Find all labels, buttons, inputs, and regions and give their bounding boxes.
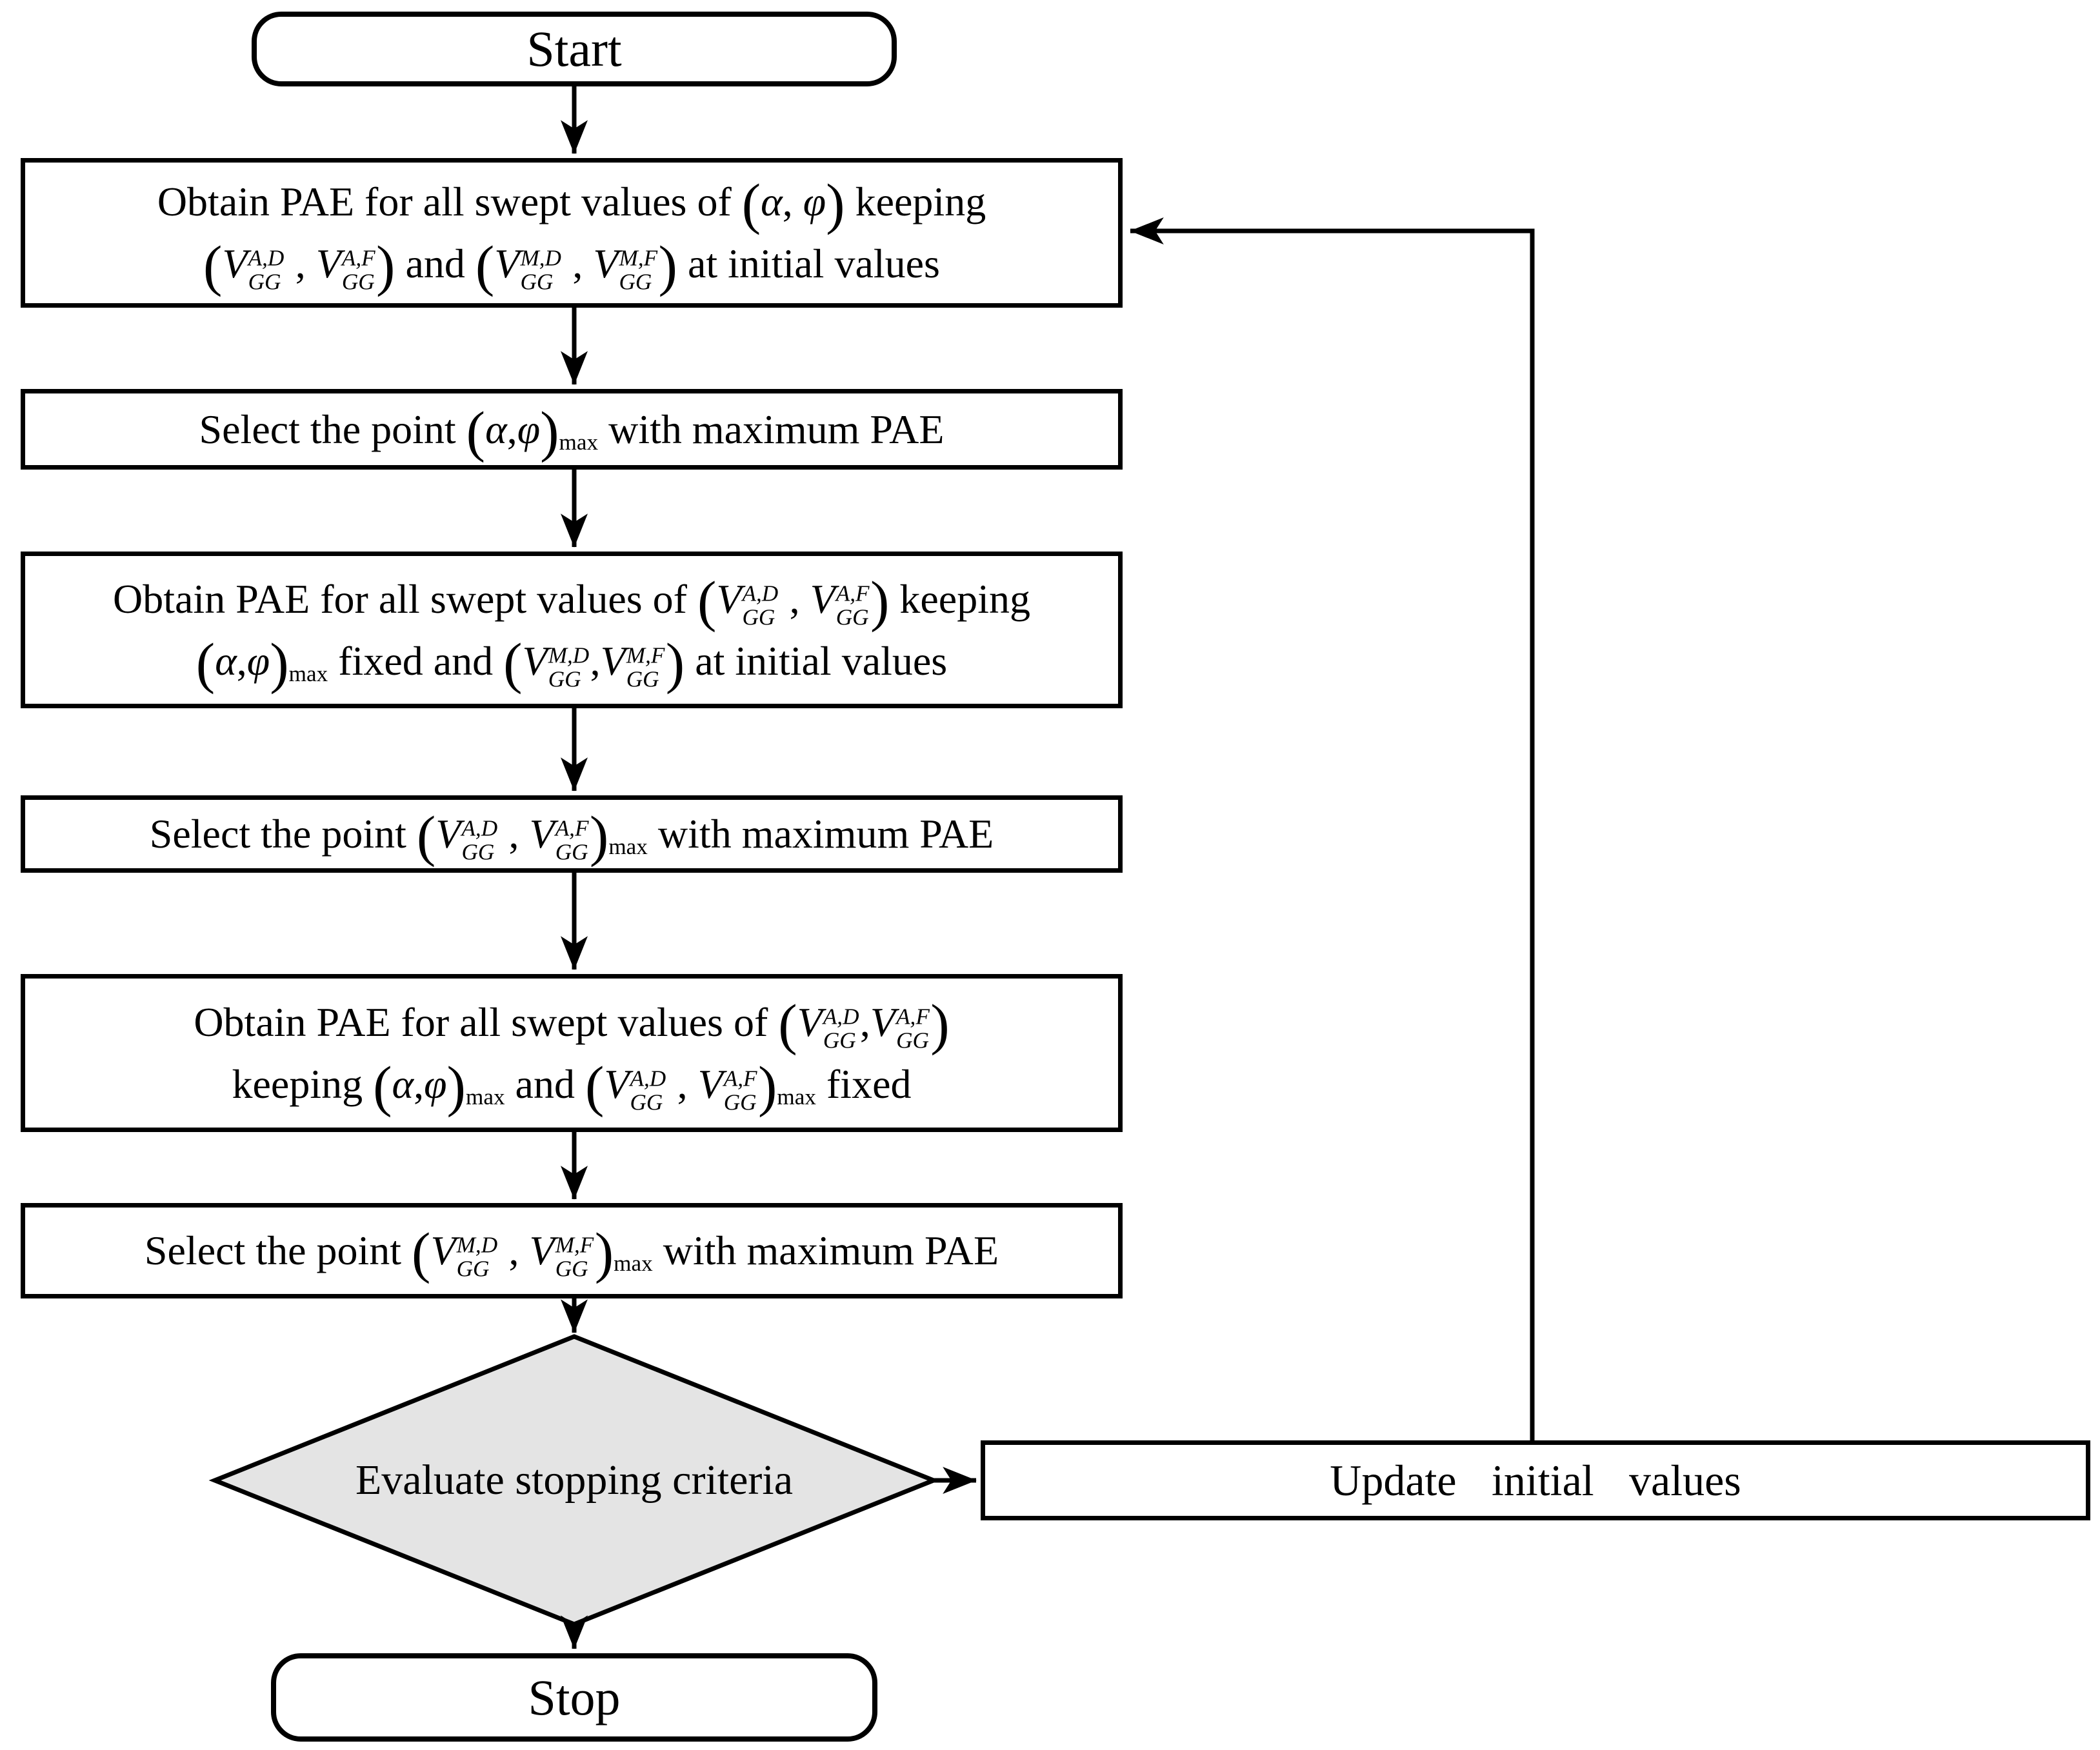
start-node: Start [252, 12, 897, 86]
decision-diamond-label: Evaluate stopping criteria [355, 1457, 794, 1504]
stop-node: Stop [271, 1653, 877, 1742]
process-box-obtain-alpha-phi: Obtain PAE for all swept values of (α, φ… [21, 158, 1123, 308]
process-box-select-alpha-phi-max: Select the point (α,φ)max with maximum P… [21, 389, 1123, 470]
update-initial-values-box: Update initial values [981, 1440, 2090, 1520]
feedback-arrow-update-to-obtain1 [1130, 217, 1535, 1440]
